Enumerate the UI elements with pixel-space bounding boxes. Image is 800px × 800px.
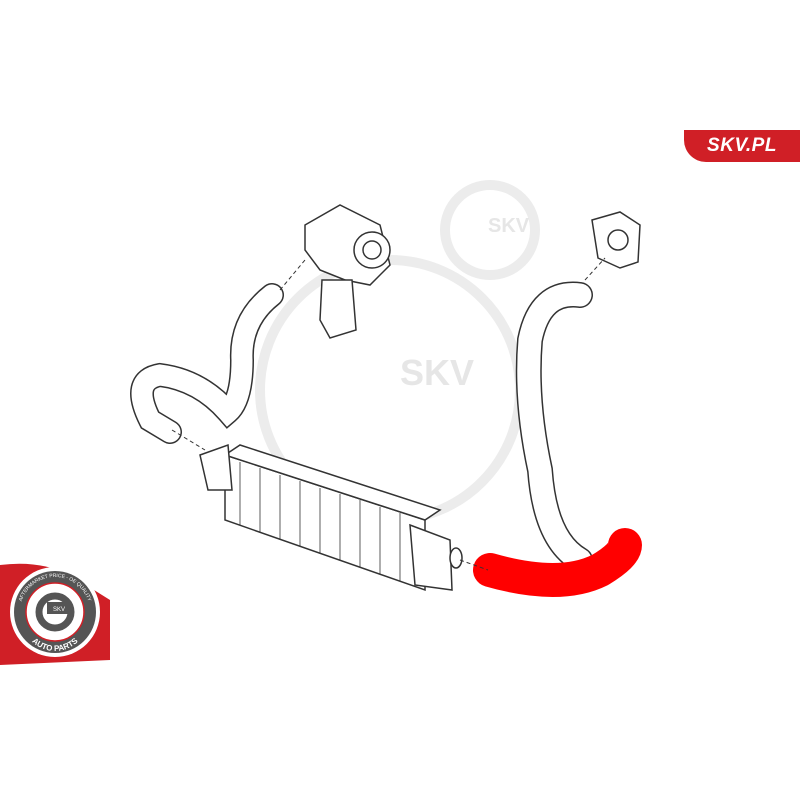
inlet-hose [130, 283, 284, 444]
assembly-lines [171, 257, 606, 571]
brand-logo-tab: SKV.PL [684, 130, 800, 162]
watermark-text-large: SKV [400, 352, 474, 393]
outlet-hose-upper [515, 281, 593, 573]
turbocharger [304, 204, 391, 339]
intercooler [199, 443, 463, 592]
watermark-text-small: SKV [488, 215, 530, 237]
brand-label: SKV.PL [707, 135, 777, 156]
skv-auto-parts-badge: SKV AFTERMARKET PRICE - OE QUALITY AUTO … [0, 563, 110, 665]
badge-center-text: SKV [53, 607, 65, 613]
throttle-body [591, 211, 641, 269]
highlighted-hose-part [473, 528, 642, 597]
